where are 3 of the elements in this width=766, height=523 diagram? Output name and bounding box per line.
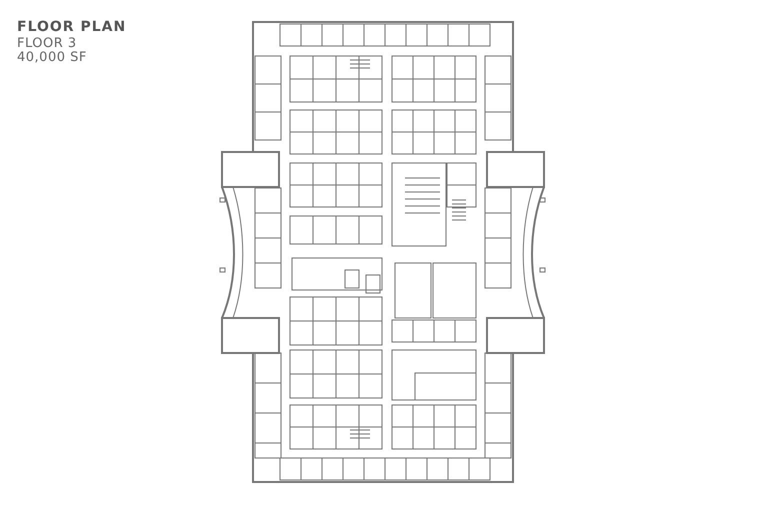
plan-title: FLOOR PLAN bbox=[17, 19, 126, 35]
plan-subtitle: FLOOR 3 bbox=[17, 36, 77, 51]
plan-subtitle: 40,000 SF bbox=[17, 50, 87, 65]
